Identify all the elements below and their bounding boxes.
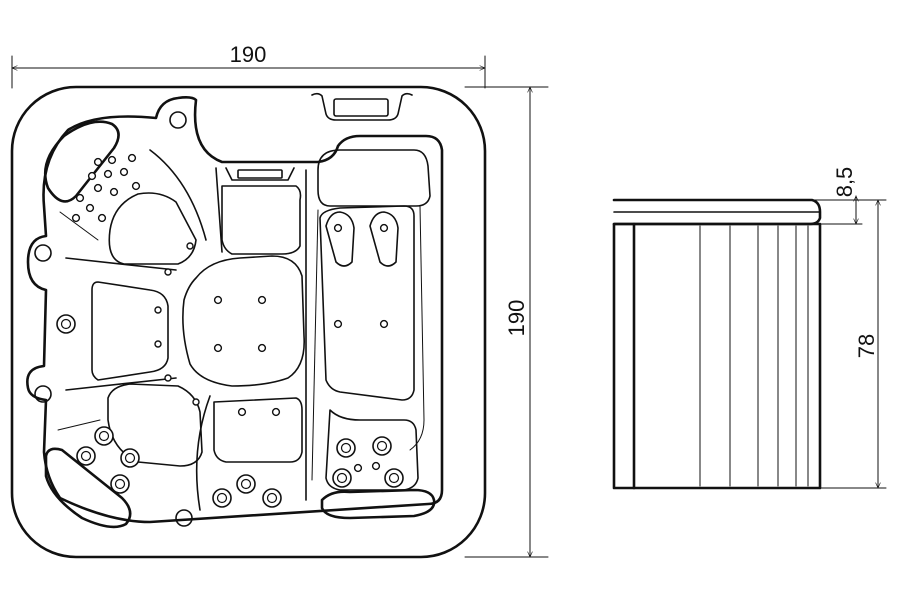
jet bbox=[85, 203, 95, 213]
jet bbox=[192, 398, 200, 406]
jet bbox=[379, 223, 389, 233]
large-jet bbox=[120, 448, 140, 468]
large-jet bbox=[110, 474, 130, 494]
large-jet bbox=[94, 426, 114, 446]
side-view: 8,5 78 bbox=[612, 167, 887, 490]
jet bbox=[97, 213, 107, 223]
jet bbox=[93, 183, 103, 193]
headrest-lower-left bbox=[44, 447, 132, 529]
contour-lines bbox=[57, 149, 307, 511]
large-jet bbox=[336, 438, 356, 458]
jet bbox=[87, 171, 97, 181]
large-jet bbox=[56, 314, 76, 334]
jet bbox=[154, 340, 162, 348]
body-height-dimension: 78 bbox=[819, 200, 887, 488]
side-cabinet bbox=[612, 222, 822, 490]
jet bbox=[75, 193, 85, 203]
jet bbox=[371, 461, 381, 471]
large-jet bbox=[372, 436, 392, 456]
large-jet bbox=[384, 468, 404, 488]
jet bbox=[164, 268, 172, 276]
rim-height-dimension: 8,5 bbox=[813, 167, 887, 224]
seat-pads bbox=[91, 185, 303, 467]
large-jet bbox=[76, 446, 96, 466]
top-view: 190 190 bbox=[10, 42, 549, 559]
jet bbox=[333, 319, 343, 329]
large-jets bbox=[56, 314, 404, 508]
jet bbox=[93, 157, 103, 167]
headrest-bottom bbox=[320, 488, 436, 520]
lounger-jet-pads bbox=[325, 211, 399, 267]
body-height-label: 78 bbox=[854, 334, 879, 358]
jet bbox=[119, 167, 129, 177]
cabinet-panels bbox=[699, 225, 809, 487]
rim-height-label: 8,5 bbox=[832, 167, 857, 198]
jet bbox=[107, 155, 117, 165]
jet bbox=[213, 295, 223, 305]
large-jet bbox=[332, 468, 352, 488]
depth-label: 190 bbox=[504, 300, 529, 337]
small-jets bbox=[71, 153, 389, 473]
control-panel bbox=[311, 92, 413, 121]
large-jet bbox=[262, 488, 282, 508]
jet bbox=[257, 295, 267, 305]
jet bbox=[271, 407, 281, 417]
large-jet bbox=[236, 474, 256, 494]
jet bbox=[257, 343, 267, 353]
headrest-upper-left bbox=[43, 120, 120, 203]
jet bbox=[103, 169, 113, 179]
rim-fittings bbox=[34, 111, 193, 527]
large-jet bbox=[212, 488, 232, 508]
jet bbox=[333, 223, 343, 233]
jet bbox=[379, 319, 389, 329]
outer-shell bbox=[10, 85, 487, 559]
footwell bbox=[182, 255, 305, 387]
skimmer bbox=[225, 167, 295, 181]
depth-dimension: 190 bbox=[464, 87, 549, 557]
jet bbox=[131, 181, 141, 191]
width-dimension: 190 bbox=[12, 42, 485, 89]
jet bbox=[127, 153, 137, 163]
jet bbox=[71, 213, 81, 223]
jet bbox=[186, 242, 194, 250]
width-label: 190 bbox=[230, 42, 267, 67]
jet bbox=[109, 187, 119, 197]
jet bbox=[164, 374, 172, 382]
jet bbox=[353, 463, 363, 473]
jet bbox=[237, 407, 247, 417]
jet bbox=[213, 343, 223, 353]
jet bbox=[154, 306, 162, 314]
lounger-seat bbox=[311, 149, 431, 491]
